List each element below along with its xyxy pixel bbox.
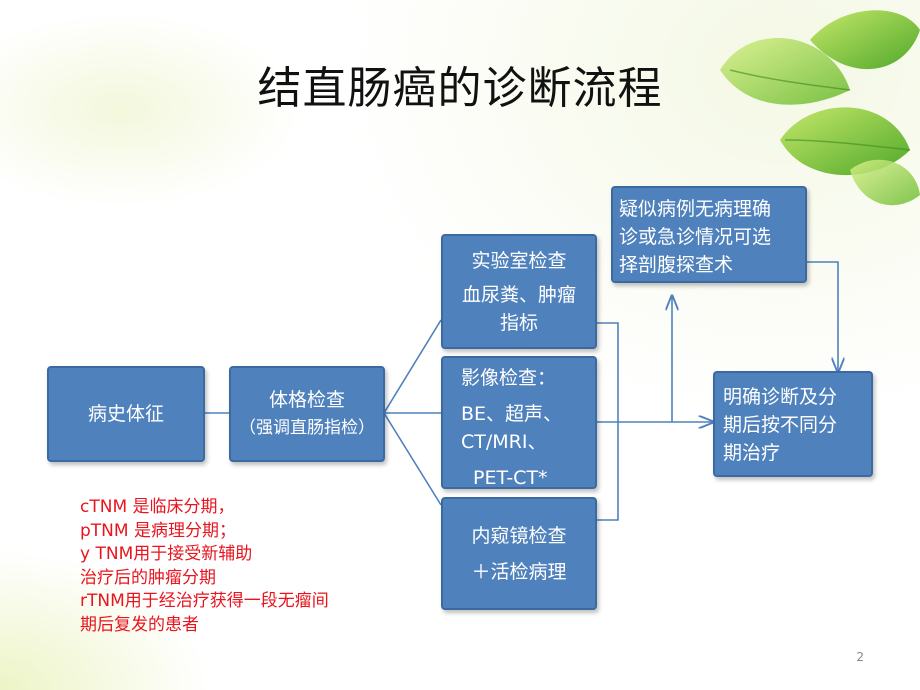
diagnosis-box: 明确诊断及分 期后按不同分 期治疗 [713, 371, 873, 477]
leaves-decoration [720, 10, 920, 206]
suspected-case-box: 疑似病例无病理确 诊或急诊情况可选 择剖腹探查术 [611, 186, 807, 283]
connector-exam-endoscopy [383, 412, 442, 506]
diagnosis-line-2: 期后按不同分 [723, 414, 838, 436]
imaging-box: 影像检查： BE、超声、 CT/MRI、 PET-CT* [441, 356, 597, 489]
note-line: 期后复发的患者 [80, 614, 199, 635]
history-box: 病史体征 [47, 366, 205, 462]
endoscopy-label: 内窥镜检查 [471, 524, 567, 547]
endoscopy-box: 内窥镜检查 ＋活检病理 [441, 497, 597, 610]
physical-exam-label: 体格检查 [268, 389, 345, 411]
note-line: y TNM用于接受新辅助 [80, 544, 253, 564]
suspected-line-2: 诊或急诊情况可选 [619, 226, 772, 248]
imaging-detail-3: PET-CT* [473, 467, 548, 489]
note-line: cTNM 是临床分期， [80, 497, 235, 517]
lab-test-label: 实验室检查 [471, 249, 567, 272]
endoscopy-detail: ＋活检病理 [471, 560, 567, 583]
lab-test-box: 实验室检查 血尿粪、肿瘤 指标 [441, 234, 597, 349]
history-label: 病史体征 [87, 403, 164, 425]
connector-suspected-diagnosis [806, 261, 838, 372]
imaging-detail-1: BE、超声、 [461, 403, 563, 425]
note-line: rTNM用于经治疗获得一段无瘤间 [80, 591, 329, 611]
physical-exam-box: 体格检查 （强调直肠指检） [229, 366, 385, 462]
tnm-notes: cTNM 是临床分期， pTNM 是病理分期； y TNM用于接受新辅助 治疗后… [80, 496, 329, 637]
connector-lab-merge [596, 322, 619, 422]
physical-exam-sublabel: （强调直肠指检） [239, 418, 375, 438]
diagnosis-line-1: 明确诊断及分 [723, 386, 838, 408]
diagnosis-line-3: 期治疗 [723, 442, 781, 464]
page-number: 2 [856, 650, 864, 664]
note-line: pTNM 是病理分期； [80, 520, 236, 541]
imaging-detail-2: CT/MRI、 [461, 431, 547, 453]
lab-test-detail-1: 血尿粪、肿瘤 [461, 283, 576, 306]
connector-exam-lab [383, 319, 442, 414]
connector-endoscopy-merge [596, 422, 619, 521]
slide-title: 结直肠癌的诊断流程 [257, 63, 663, 114]
lab-test-detail-2: 指标 [499, 311, 538, 334]
suspected-line-3: 择剖腹探查术 [619, 254, 734, 276]
suspected-line-1: 疑似病例无病理确 [619, 198, 772, 220]
note-line: 治疗后的肿瘤分期 [80, 567, 216, 588]
imaging-label: 影像检查： [461, 367, 557, 389]
